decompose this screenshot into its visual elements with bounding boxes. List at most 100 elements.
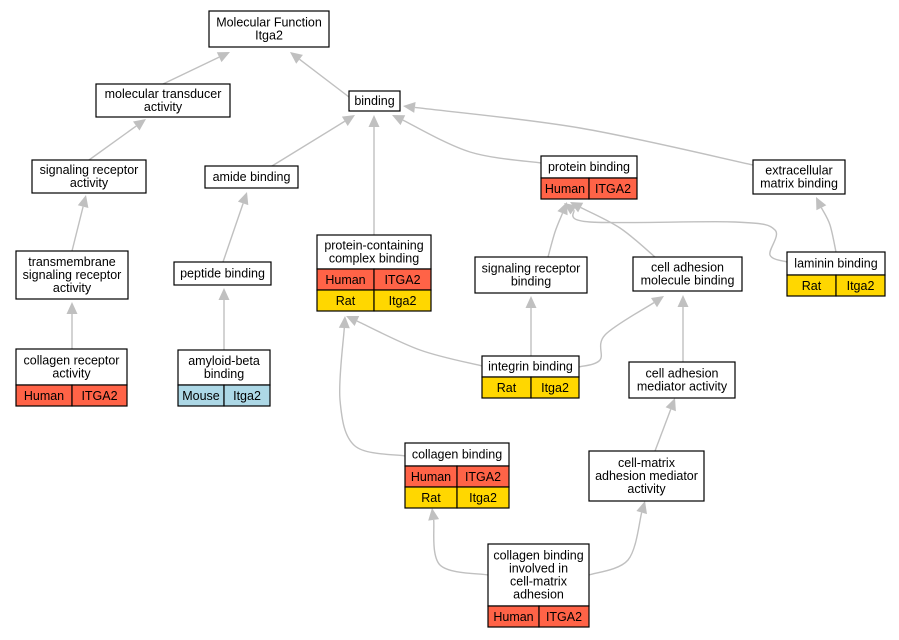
arrow-head [368, 115, 380, 127]
node-label-box [204, 165, 299, 189]
gene-label: Itga2 [389, 294, 417, 308]
edge-ecm-to-binding [403, 102, 754, 166]
arrow-head [133, 119, 146, 131]
gene-label: ITGA2 [384, 273, 420, 287]
edge-line [820, 207, 837, 253]
arrow-head [651, 296, 664, 308]
gene-cell [373, 289, 432, 312]
edge-line [162, 56, 220, 85]
species-label: Human [493, 610, 533, 624]
gene-label: Itga2 [469, 491, 497, 505]
arrow-head [392, 115, 406, 126]
node-label-line: activity [70, 176, 109, 190]
node-label-line: collagen receptor [24, 354, 120, 368]
node-label-line: activity [627, 482, 666, 496]
edge-line [356, 320, 483, 367]
gene-cell [538, 605, 590, 628]
arrow-head [237, 192, 249, 206]
gene-label: ITGA2 [546, 610, 582, 624]
node-label-line: molecular transducer [105, 87, 222, 101]
edge-integrin-to-pcc [346, 316, 483, 367]
node-label-line: transmembrane [28, 255, 116, 269]
node-binding[interactable]: binding [348, 90, 401, 112]
arrow-head [338, 316, 350, 329]
edge-pcc-to-binding [368, 115, 380, 235]
node-label-box [487, 543, 590, 607]
gene-label: Itga2 [847, 279, 875, 293]
species-label: Human [325, 273, 365, 287]
node-label-line: extracellular [765, 164, 832, 178]
edge-binding-to-mf [290, 52, 350, 98]
node-label-box [173, 261, 272, 286]
node-label-line: matrix binding [760, 177, 838, 191]
arrow-head [346, 316, 360, 326]
arrow-head [218, 288, 230, 300]
edge-srb-to-protein [547, 202, 568, 258]
node-label-line: collagen binding [493, 549, 583, 563]
edge-line [432, 519, 489, 576]
gene-label: Itga2 [233, 389, 261, 403]
node-label-box [31, 159, 147, 194]
node-label-line: binding [204, 367, 244, 381]
arrow-head [428, 508, 440, 521]
edge-line [588, 512, 643, 576]
node-label-box [208, 10, 330, 48]
annotation-row-rat: Rat Itga2 [786, 274, 886, 297]
species-label: Rat [802, 279, 822, 293]
edge-line [338, 327, 406, 457]
node-label-line: adhesion [513, 588, 564, 602]
edge-cra-to-tsra [66, 302, 78, 349]
arrow-head [636, 501, 647, 515]
annotation-row-human: Human ITGA2 [487, 605, 590, 628]
node-label-box [752, 159, 846, 195]
node-amide[interactable]: amide binding [204, 165, 299, 189]
gene-cell [456, 486, 510, 509]
gene-label: ITGA2 [595, 182, 631, 196]
node-label-line: amide binding [213, 170, 291, 184]
edge-line [271, 120, 346, 167]
edge-protein-to-binding [392, 115, 542, 164]
arrow-head [677, 295, 689, 307]
arrow-head [77, 195, 89, 208]
node-label-line: complex binding [329, 252, 419, 266]
arrow-head [341, 115, 355, 126]
edge-laminin-to-protein [564, 203, 788, 263]
node-label-line: activity [53, 281, 92, 295]
node-label-line: cell-matrix [618, 456, 676, 470]
node-label-line: laminin binding [794, 257, 877, 271]
node-label-line: Itga2 [255, 29, 283, 43]
gene-cell [530, 376, 580, 399]
edge-amide-to-binding [271, 115, 355, 167]
node-peptide[interactable]: peptide binding [173, 261, 272, 286]
species-label: Human [411, 470, 451, 484]
annotation-row-human: Human ITGA2 [316, 268, 432, 291]
edge-sra-to-mta [88, 119, 146, 161]
node-label-line: binding [354, 94, 394, 108]
arrow-head [66, 302, 78, 314]
edge-cbcma-to-collagen [428, 508, 489, 576]
edge-line [414, 106, 754, 166]
node-label-line: signaling receptor [482, 262, 581, 276]
edge-tsra-to-sra [71, 195, 89, 252]
